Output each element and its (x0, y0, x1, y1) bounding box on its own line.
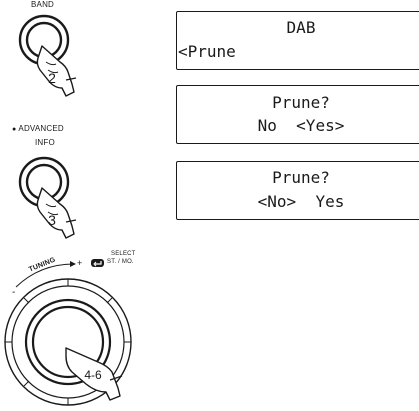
lcd-display-prune-no: Prune? <No> Yes (176, 161, 419, 220)
select-label-line1: SELECT (111, 251, 136, 257)
pointing-hand-icon (36, 187, 77, 239)
info-step-number: 3 (48, 212, 56, 228)
tuning-plus-label: + (77, 258, 83, 268)
lcd-display-band: DAB <Prune > (176, 11, 419, 70)
lcd-display-prune-yes: Prune? No <Yes> (176, 85, 419, 144)
lcd-line-2: No <Yes> (257, 116, 345, 135)
lcd-line-2: <No> Yes (257, 192, 345, 211)
advanced-label: ● ADVANCED (12, 124, 64, 133)
pointing-hand-icon (36, 45, 77, 97)
lcd-line-1: Prune? (272, 168, 330, 187)
lcd-line-2: <Prune (178, 42, 236, 61)
select-label-line2: ST. / MO. (107, 259, 134, 265)
band-step-number: 2 (48, 70, 56, 86)
tuning-arc (15, 261, 76, 288)
info-label: INFO (35, 138, 55, 147)
bullet-icon: ● (12, 126, 17, 133)
tuning-step-number: 4-6 (84, 368, 102, 382)
pointing-hand-icon (65, 347, 123, 401)
advanced-text: ADVANCED (18, 124, 64, 133)
lcd-line-1: DAB (286, 18, 316, 37)
band-button[interactable] (18, 14, 70, 66)
info-button[interactable] (18, 156, 70, 208)
band-label: BAND (31, 0, 55, 9)
tuning-minus-label: - (12, 287, 16, 298)
lcd-line-1: Prune? (272, 93, 330, 112)
select-label: SELECT ST. / MO. (107, 250, 136, 266)
enter-key-icon (91, 259, 104, 267)
